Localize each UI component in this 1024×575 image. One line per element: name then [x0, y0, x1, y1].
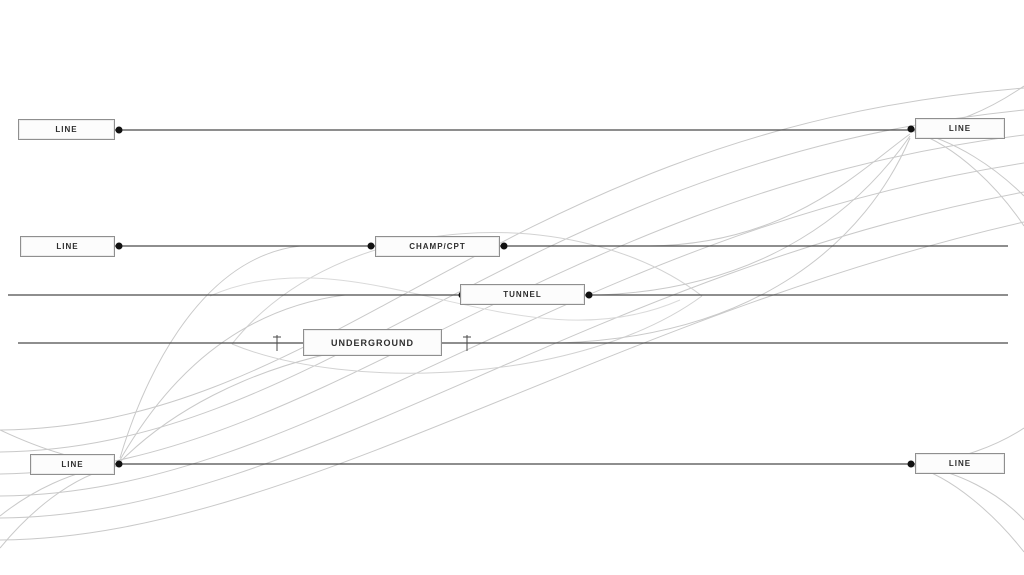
node-label: LINE	[948, 124, 972, 133]
junction-dot	[500, 242, 508, 250]
curve	[0, 191, 1024, 519]
curve	[0, 109, 1024, 453]
node-mid-3[interactable]: UNDERGROUND	[303, 329, 442, 356]
node-label: LINE	[56, 242, 79, 251]
curve	[209, 277, 681, 321]
curve	[649, 133, 911, 247]
junction-dot	[907, 460, 915, 468]
junction-dot	[115, 460, 123, 468]
node-mid-2[interactable]: TUNNEL	[460, 284, 585, 305]
connector-curves	[0, 85, 1024, 553]
curve	[231, 295, 703, 374]
node-left-mid[interactable]: LINE	[20, 236, 115, 257]
curve	[911, 465, 1024, 553]
curve	[599, 135, 911, 296]
junction-dot	[367, 242, 375, 250]
node-label: UNDERGROUND	[331, 337, 414, 348]
curve	[119, 245, 301, 459]
node-label: LINE	[55, 125, 78, 134]
node-label: LINE	[61, 460, 84, 469]
curve	[120, 342, 391, 462]
curve	[0, 162, 1024, 497]
curve	[559, 137, 911, 344]
node-label: TUNNEL	[503, 290, 542, 299]
junction-dot	[115, 126, 123, 134]
node-right-bottom[interactable]: LINE	[915, 453, 1005, 474]
node-mid-1[interactable]: CHAMP/CPT	[375, 236, 500, 257]
curve	[0, 87, 1024, 431]
junction-dots	[115, 125, 915, 468]
junction-dot	[585, 291, 593, 299]
node-right-top[interactable]: LINE	[915, 118, 1005, 139]
curve	[0, 465, 119, 549]
node-left-bottom[interactable]: LINE	[30, 454, 115, 475]
junction-dot	[115, 242, 123, 250]
tick-marks	[273, 335, 471, 351]
curve	[0, 221, 1024, 541]
curve	[0, 134, 1024, 475]
node-label: LINE	[948, 459, 972, 468]
node-label: CHAMP/CPT	[409, 242, 466, 251]
junction-dot	[907, 125, 915, 133]
curve	[911, 130, 1024, 227]
curve	[119, 294, 346, 461]
node-left-top[interactable]: LINE	[18, 119, 115, 140]
